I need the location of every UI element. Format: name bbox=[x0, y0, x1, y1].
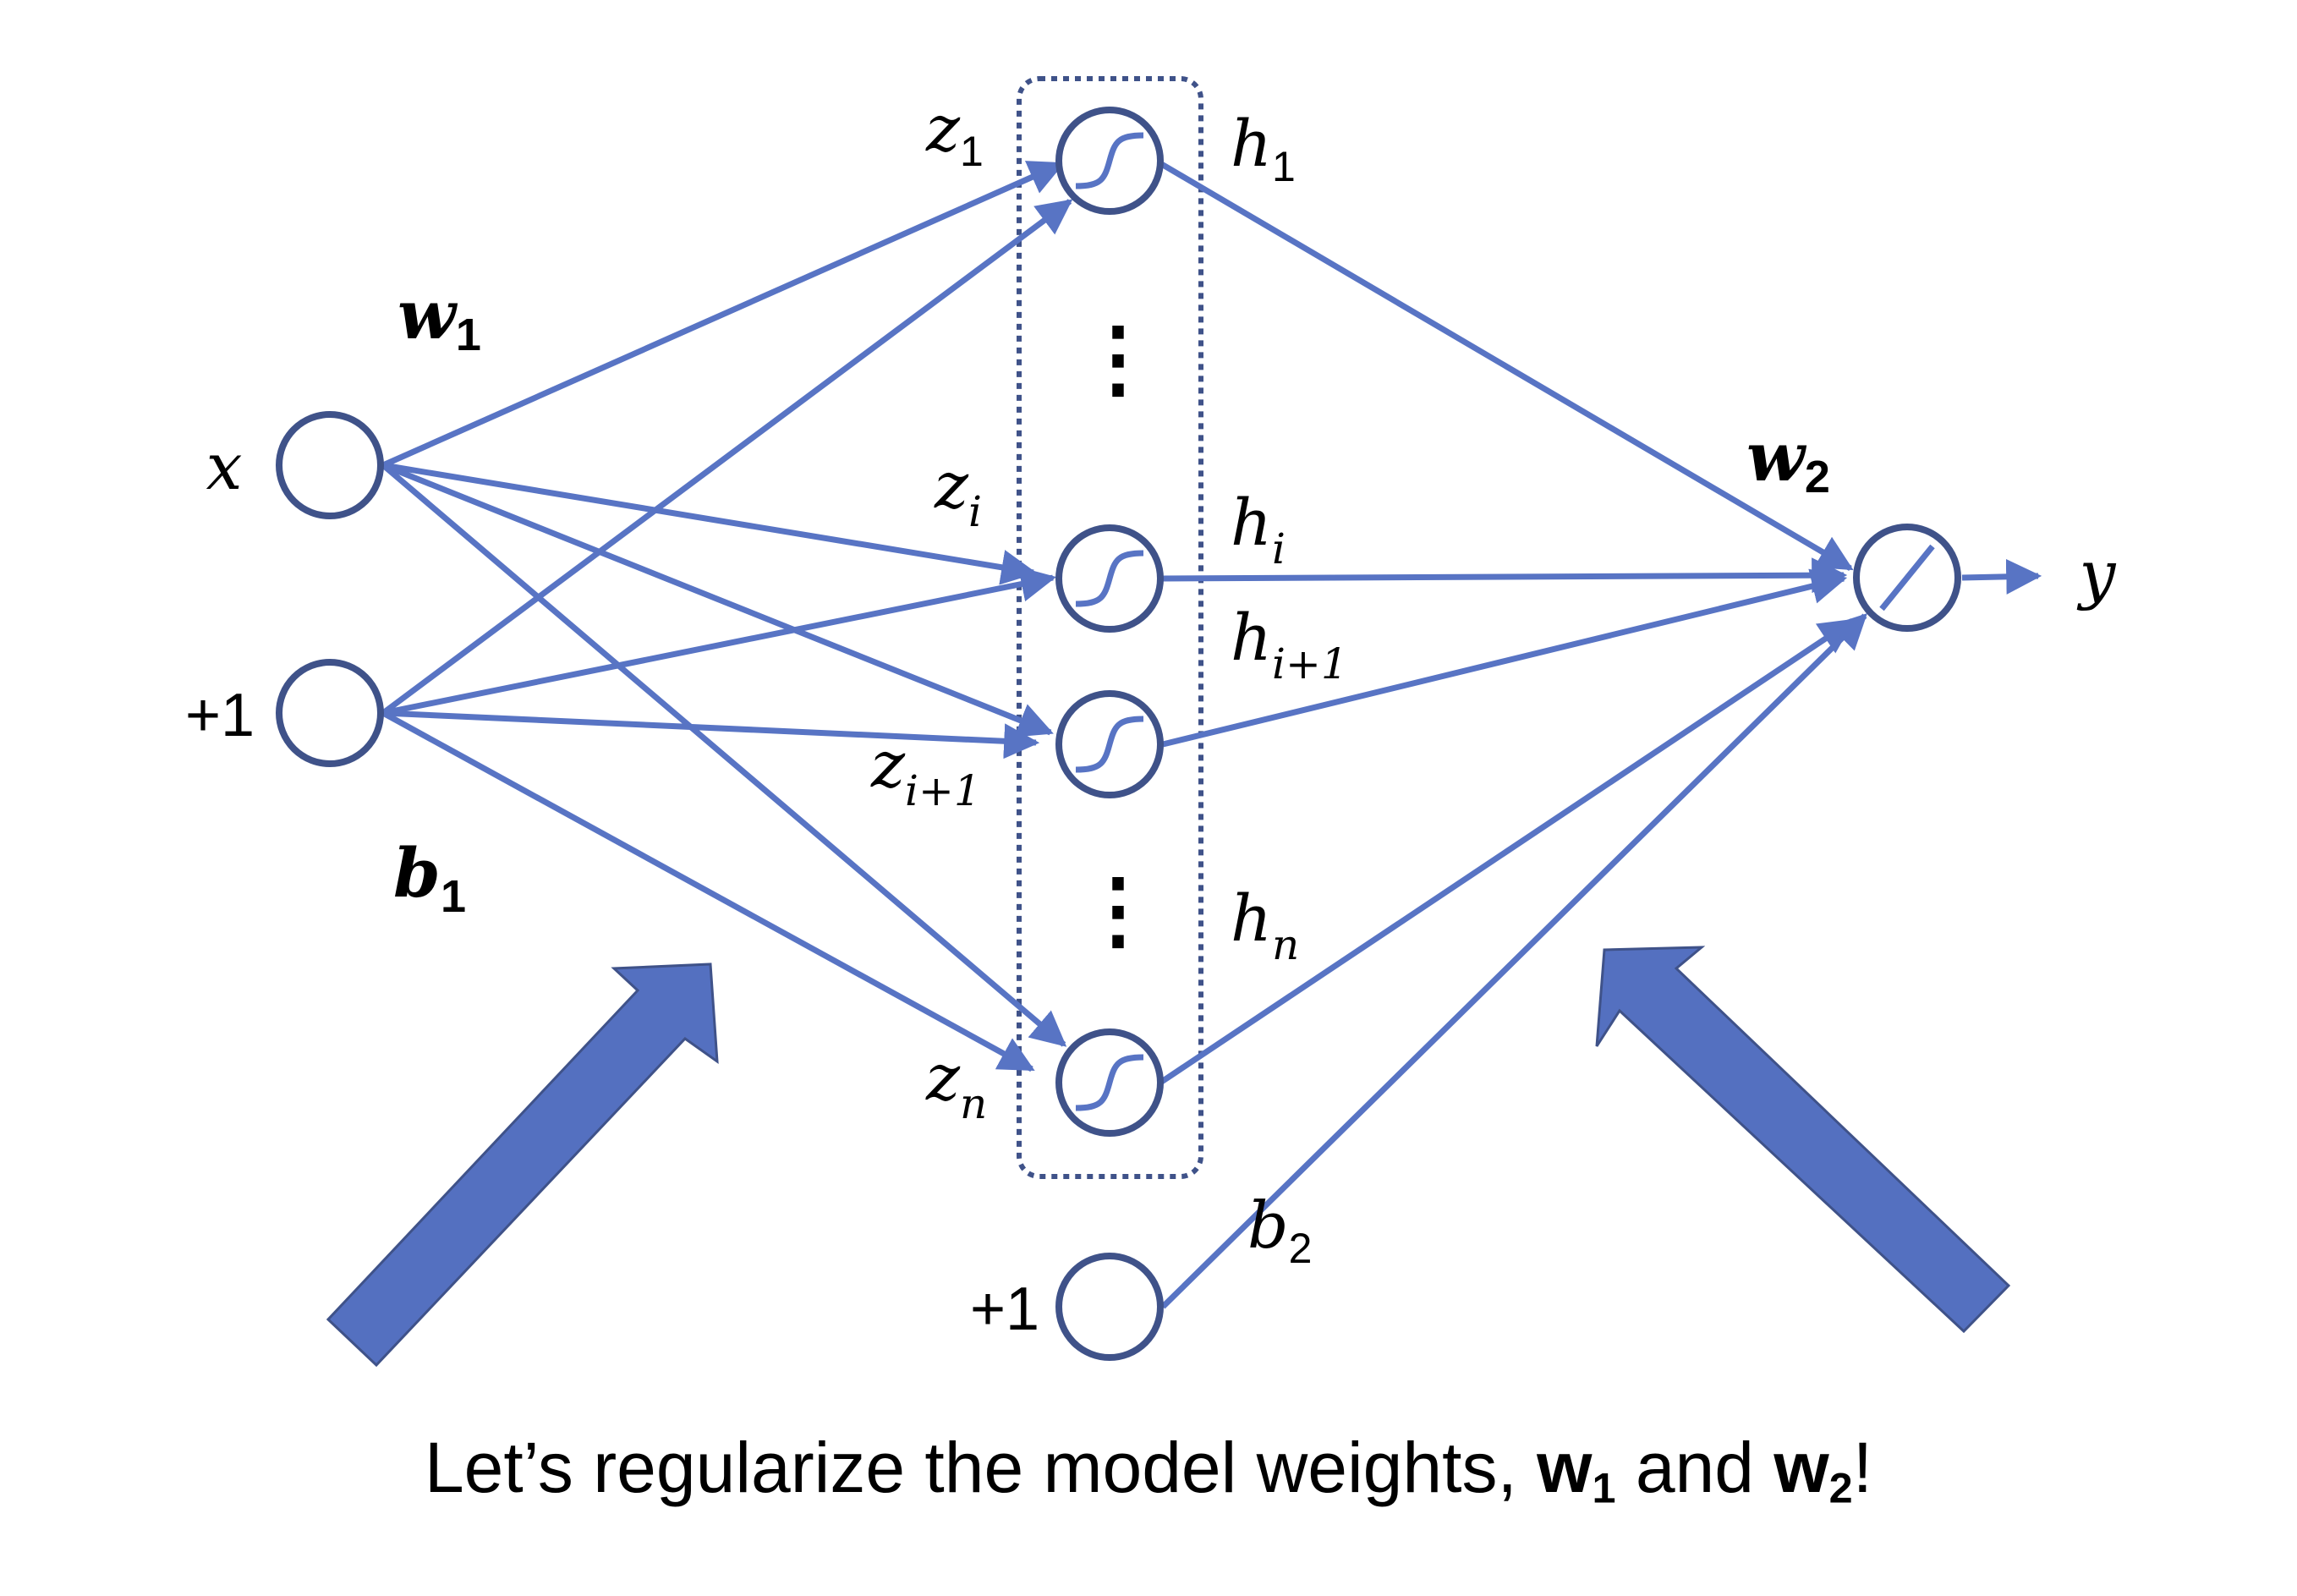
hidden-layer-box bbox=[1017, 76, 1203, 1179]
edge-x-hi bbox=[382, 462, 1038, 585]
bias-node-1 bbox=[276, 659, 384, 767]
edge-h1-y bbox=[1157, 159, 1854, 572]
label-b1: b1 bbox=[393, 833, 466, 922]
label-h1: h1 bbox=[1231, 106, 1296, 190]
label-w1: w1 bbox=[397, 275, 481, 360]
label-b2: b2 bbox=[1247, 1187, 1312, 1272]
bias1-label: +1 bbox=[185, 682, 255, 749]
edge-x-hi1 bbox=[381, 462, 1054, 738]
big-arrow-left bbox=[326, 963, 719, 1368]
input-node-x bbox=[276, 411, 384, 519]
hidden-node-n bbox=[1055, 1028, 1164, 1137]
linear-activation-icon bbox=[1879, 544, 1935, 612]
big-arrow-right bbox=[1595, 946, 2011, 1334]
edge-x-h1 bbox=[381, 161, 1065, 469]
label-z1: z1 bbox=[925, 90, 984, 175]
edge-hn-y bbox=[1159, 618, 1856, 1085]
input-label-x: x bbox=[206, 429, 243, 504]
edge-b1-hi1 bbox=[382, 710, 1040, 760]
output-label-y: y bbox=[2077, 536, 2117, 612]
hidden-node-i bbox=[1055, 524, 1164, 633]
edges-layer-2 bbox=[1157, 159, 2042, 1309]
sigmoid-icon bbox=[1075, 132, 1144, 189]
sigmoid-icon bbox=[1075, 1054, 1144, 1111]
label-hn: hn bbox=[1231, 880, 1299, 969]
bias-node-2 bbox=[1055, 1253, 1164, 1361]
edge-b1-hn bbox=[381, 710, 1035, 1072]
label-hi: hi bbox=[1231, 485, 1286, 573]
edge-b1-h1 bbox=[381, 199, 1073, 716]
bias2-label: +1 bbox=[970, 1275, 1039, 1343]
edge-x-hn bbox=[381, 463, 1067, 1047]
label-zi1: zi+1 bbox=[870, 727, 981, 815]
output-node bbox=[1853, 524, 1961, 632]
edge-b1-hi bbox=[382, 566, 1057, 716]
edge-b2-y bbox=[1160, 613, 1867, 1309]
label-zi: zi bbox=[934, 447, 982, 536]
label-zn: zn bbox=[925, 1039, 987, 1128]
hidden-node-i1 bbox=[1055, 690, 1164, 798]
edge-hi-y bbox=[1162, 557, 1848, 594]
ellipsis-top: ⋮ bbox=[1076, 311, 1160, 406]
caption: Let’s regularize the model weights, w1 a… bbox=[424, 1428, 1873, 1512]
edge-y-out bbox=[1961, 558, 2042, 595]
ellipsis-bottom: ⋮ bbox=[1076, 863, 1160, 957]
label-w2: w2 bbox=[1746, 417, 1830, 502]
label-hi1: hi+1 bbox=[1231, 600, 1348, 688]
hidden-node-1 bbox=[1055, 107, 1164, 215]
edges-layer-1 bbox=[381, 161, 1073, 1072]
edge-hi1-y bbox=[1162, 568, 1848, 748]
sigmoid-icon bbox=[1075, 716, 1144, 773]
sigmoid-icon bbox=[1075, 550, 1144, 607]
